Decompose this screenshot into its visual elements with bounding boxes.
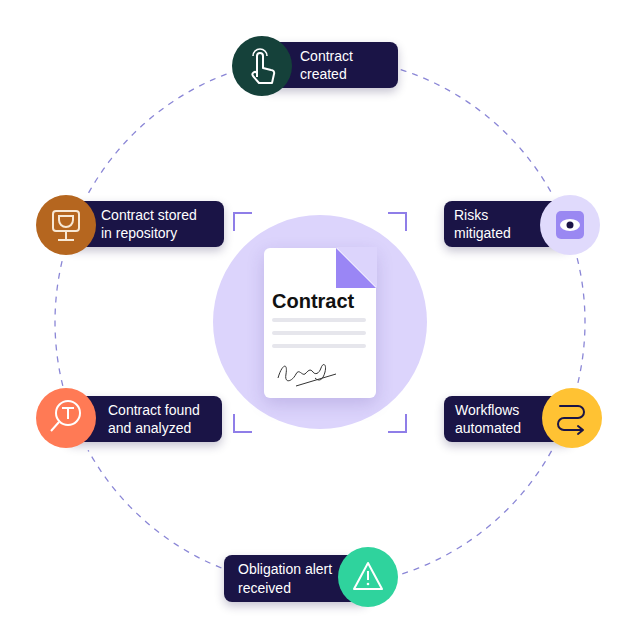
label-pill: Contract found and analyzed: [66, 396, 222, 442]
label-pill: Contract created: [262, 42, 398, 88]
step-node: Contract created: [232, 36, 398, 96]
document-page: Contract: [264, 248, 376, 398]
step-node: Contract found and analyzed: [36, 388, 222, 448]
document-card: Contract: [264, 248, 376, 398]
bracket: [388, 213, 406, 231]
step-label: Obligation alert received: [238, 560, 342, 596]
bracket: [234, 213, 252, 231]
ring-connector: [577, 258, 585, 385]
ring-connector: [400, 451, 551, 575]
step-label: Contract found and analyzed: [108, 401, 208, 437]
bracket: [234, 414, 252, 432]
document-title: Contract: [272, 288, 372, 314]
bracket: [388, 414, 406, 432]
focus-brackets: [234, 213, 406, 432]
ring-connector: [88, 450, 221, 568]
label-pill: Risks mitigated: [444, 201, 570, 247]
label-pill: Contract stored in repository: [66, 201, 224, 247]
step-node: Workflows automated: [444, 388, 602, 448]
step-node: Risks mitigated: [444, 195, 600, 255]
step-label: Risks mitigated: [454, 206, 534, 242]
step-label: Contract created: [300, 47, 380, 83]
step-node: Contract stored in repository: [36, 195, 224, 255]
label-pill: Obligation alert received: [224, 555, 368, 602]
step-label: Contract stored in repository: [101, 206, 201, 242]
step-label: Workflows automated: [455, 401, 535, 437]
step-node: Obligation alert received: [224, 547, 398, 607]
ring-connector: [89, 73, 230, 193]
center-halo: [213, 215, 427, 429]
ring-connector: [401, 70, 552, 193]
ring-connector: [55, 257, 63, 386]
label-pill: Workflows automated: [444, 396, 572, 442]
